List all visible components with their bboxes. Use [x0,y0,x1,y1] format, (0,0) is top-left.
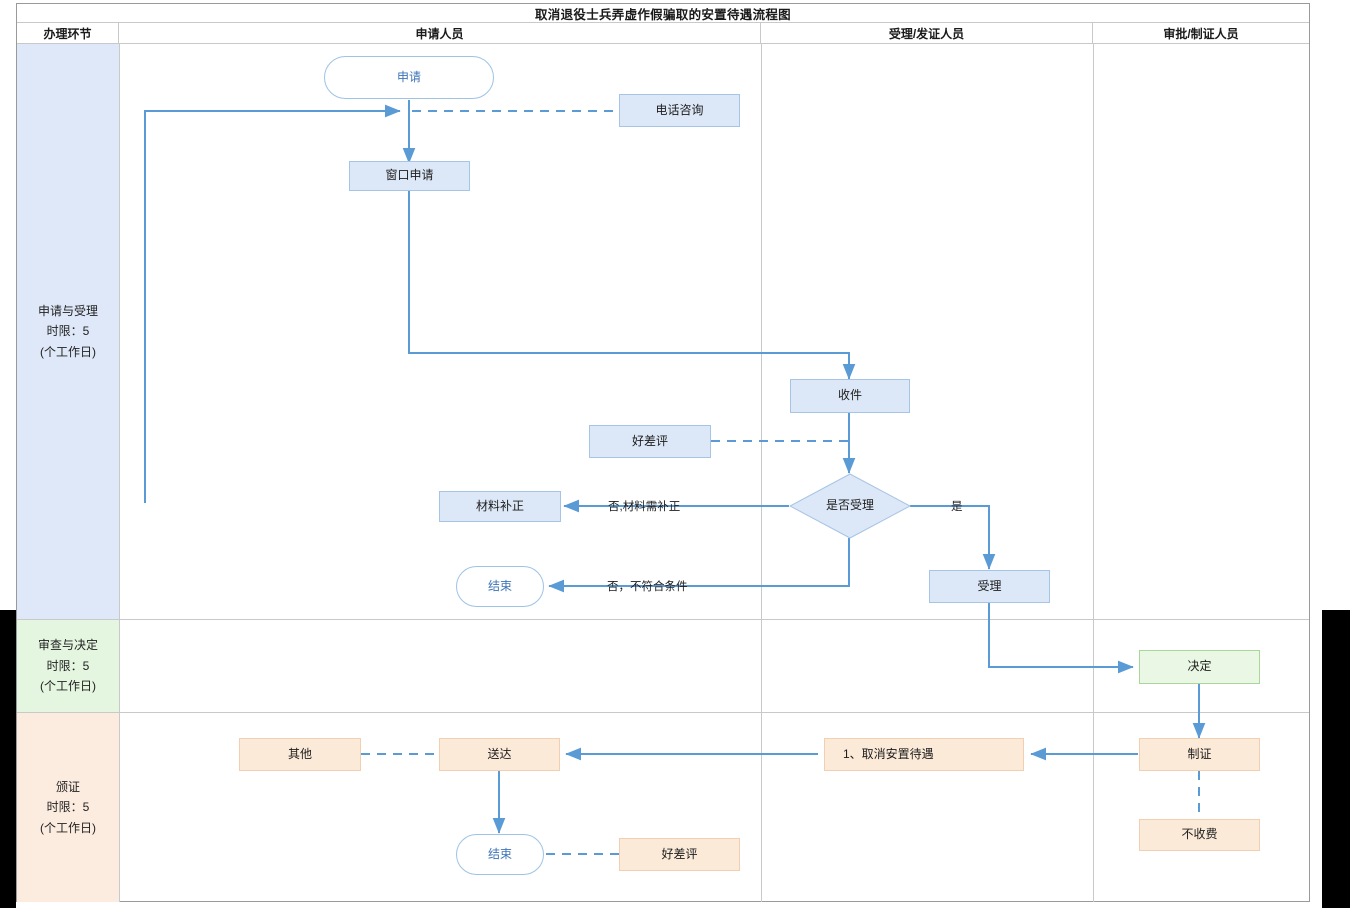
stage-divider-1 [17,619,1309,620]
stage-limit: 时限：5 [46,658,90,673]
left-bleed-bar [0,610,16,908]
diamond-shape [789,473,911,539]
edge-label-no-condition: 否，不符合条件 [607,581,688,593]
node-decide-accept-label: 是否受理 [825,498,874,513]
node-end-2[interactable]: 结束 [456,834,544,875]
stage-unit: (个工作日) [40,344,96,359]
stage-name: 颁证 [55,779,80,794]
edge-label-yes: 是 [951,501,963,513]
node-apply[interactable]: 申请 [324,56,494,99]
node-cancel-treatment[interactable]: 1、取消安置待遇 [824,738,1024,771]
chart-title-text: 取消退役士兵弄虚作假骗取的安置待遇流程图 [534,7,791,22]
column-divider-1 [119,44,120,902]
node-phone-consult[interactable]: 电话咨询 [619,94,740,127]
node-review-2[interactable]: 好差评 [619,838,740,871]
column-header-stage: 办理环节 [17,23,119,44]
stage-name: 申请与受理 [37,303,98,318]
stage-cell-review: 审查与决定 时限：5 (个工作日) [17,620,119,712]
column-header-applicant: 申请人员 [119,23,761,44]
node-other[interactable]: 其他 [239,738,361,771]
node-decision[interactable]: 决定 [1139,650,1260,684]
chart-title: 取消退役士兵弄虚作假骗取的安置待遇流程图 [17,4,1309,23]
node-deliver[interactable]: 送达 [439,738,560,771]
stage-limit: 时限：5 [46,324,90,339]
stage-cell-certification: 颁证 时限：5 (个工作日) [17,713,119,902]
stage-cell-application: 申请与受理 时限：5 (个工作日) [17,44,119,619]
node-make-certificate[interactable]: 制证 [1139,738,1260,771]
column-header-approver: 审批/制证人员 [1163,27,1239,41]
right-bleed-bar [1322,610,1350,908]
node-window-apply[interactable]: 窗口申请 [349,161,470,191]
column-header-row: 办理环节 申请人员 受理/发证人员 审批/制证人员 [17,23,1309,44]
column-header-acceptor: 受理/发证人员 [761,23,1093,44]
node-decide-accept[interactable]: 是否受理 [789,473,911,539]
stage-unit: (个工作日) [40,820,96,835]
node-review-1[interactable]: 好差评 [589,425,711,458]
stage-limit: 时限：5 [46,800,90,815]
edge-label-no-fix: 否,材料需补正 [608,501,681,513]
node-receive[interactable]: 收件 [790,379,910,413]
node-no-fee[interactable]: 不收费 [1139,819,1260,851]
column-divider-3 [1093,44,1094,902]
node-end-1[interactable]: 结束 [456,566,544,607]
stage-unit: (个工作日) [40,679,96,694]
node-fix-material[interactable]: 材料补正 [439,491,561,522]
stage-divider-2 [17,712,1309,713]
stage-name: 审查与决定 [37,638,98,653]
column-divider-2 [761,44,762,902]
node-accept[interactable]: 受理 [929,570,1050,603]
